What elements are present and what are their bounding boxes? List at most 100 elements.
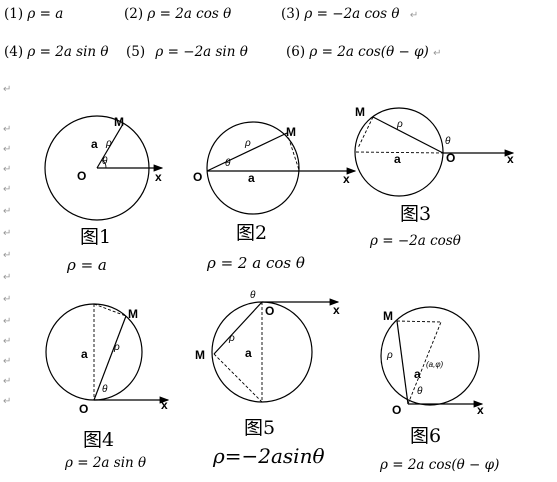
figure-2-rho-line [206,132,288,172]
figure-3-chord [357,116,374,149]
figure-3-diameter [355,151,444,154]
figure-5-diagram [211,298,340,403]
figure-5-rho: ρ [228,333,235,344]
paragraph-mark: ↵ [3,356,12,367]
figure-4-rho-line [93,315,127,401]
figure-2-x-label: x [343,172,350,186]
figure-4-diagram [45,303,170,404]
figure-5-origin: O [265,304,274,318]
figure-1-caption: 图1 [80,226,112,248]
figure-6-x-label: x [477,403,484,417]
equation-1: (1) ρ = a [4,6,64,22]
figure-3-point-m: M [355,105,365,119]
figure-6-point-m: M [383,309,393,323]
paragraph-mark: ↵ [3,184,12,195]
figure-1-radius-label: a [91,137,98,151]
paragraph-mark: ↵ [3,164,12,175]
paragraph-mark: ↵ [433,48,442,59]
figure-6-theta: θ [417,386,423,397]
figure-6-caption: 图6 [410,425,442,447]
paragraph-mark: ↵ [3,206,12,217]
paragraph-mark: ↵ [3,396,12,407]
figure-1-origin: O [77,169,86,183]
figure-6-center-coord: (a,φ) [426,360,444,369]
figure-2-rho: ρ [244,138,251,149]
figure-3-theta: θ [445,136,451,147]
figure-5-theta: θ [250,290,256,301]
paragraph-mark: ↵ [3,336,12,347]
equation-2: (2) ρ = 2a cos θ [124,6,232,22]
paragraph-mark: ↵ [3,144,12,155]
figure-1-x-label: x [155,170,162,184]
figure-4-chord [93,303,127,317]
paragraph-mark: ↵ [3,228,12,239]
figure-4-rho: ρ [113,342,120,353]
figure-3-rho-line [372,116,444,154]
figure-6-circle [380,306,480,406]
figure-4-origin: O [79,402,88,416]
figure-1-diagram [44,115,164,221]
paragraph-mark: ↵ [3,250,12,261]
figure-3-circle [354,107,444,197]
equation-6: (6) ρ = 2a cos(θ − φ) ↵ [286,44,442,60]
figure-2-circle [206,121,300,215]
figure-4-x-label: x [161,398,168,412]
figure-4-caption: 图4 [83,429,115,451]
equation-4: (4) ρ = 2a sin θ [4,44,109,60]
figure-5-chord [213,353,263,403]
figure-2-theta: θ [225,158,231,169]
figure-3-rho: ρ [396,119,403,130]
figure-3-origin: O [446,151,455,165]
figure-1-radius [96,123,124,169]
figure-4-point-m: M [128,307,138,321]
figure-2-formula: ρ = 2 a cos θ [207,254,305,272]
figure-6-formula: ρ = 2a cos(θ − φ) [380,457,500,473]
paragraph-mark: ↵ [3,316,12,327]
figure-6-rho: ρ [386,350,393,361]
equation-6-expr: ρ = 2a cos(θ − φ) [309,44,429,60]
paragraph-mark: ↵ [3,272,12,283]
paragraph-mark: ↵ [3,376,12,387]
figure-3-caption: 图3 [400,203,432,225]
figure-1-rho: ρ [105,138,112,149]
figure-3-x-label: x [507,152,514,166]
figure-6-rho-line [396,320,409,405]
figure-5-formula: ρ=−2asinθ [213,444,325,468]
equation-1-expr: ρ = a [27,6,64,22]
paragraph-mark: ↵ [3,294,12,305]
figure-2-point-m: M [286,125,296,139]
figure-2-origin: O [193,170,202,184]
figure-6-radius-label: a [414,367,421,381]
figure-1-formula: ρ = a [67,256,107,274]
figure-3-radius-label: a [394,152,401,166]
figure-1-angle-arc [101,159,107,169]
figure-3-diagram [354,107,515,197]
figure-4-theta: θ [102,384,108,395]
figure-5-caption: 图5 [244,417,276,439]
equation-3: (3) ρ = −2a cos θ ↵ [281,6,419,22]
figure-6-diagram [380,306,484,408]
figure-2-chord [286,132,300,171]
equation-4-expr: ρ = 2a sin θ [27,44,109,60]
equation-5: (5) ρ = −2a sin θ [126,44,248,60]
figure-6-origin: O [392,403,401,417]
figure-5-point-m: M [195,348,205,362]
figure-2-caption: 图2 [236,222,268,244]
figure-1-point-m: M [114,115,124,129]
figure-5-rho-line [213,301,263,355]
figure-2-diagram [206,121,357,215]
figure-5-radius-label: a [245,346,252,360]
equation-3-expr: ρ = −2a cos θ [304,6,400,22]
figure-3-formula: ρ = −2a cosθ [370,233,461,249]
figure-6-chord [396,320,442,323]
paragraph-mark: ↵ [3,84,12,95]
figure-1-theta: θ [102,156,108,167]
equation-5-expr: ρ = −2a sin θ [155,44,248,60]
paragraph-mark: ↵ [3,124,12,135]
figure-4-radius-label: a [81,347,88,361]
paragraph-mark: ↵ [409,10,419,21]
figure-2-radius-label: a [248,171,255,185]
figure-4-formula: ρ = 2a sin θ [65,455,147,471]
equation-2-expr: ρ = 2a cos θ [147,6,232,22]
